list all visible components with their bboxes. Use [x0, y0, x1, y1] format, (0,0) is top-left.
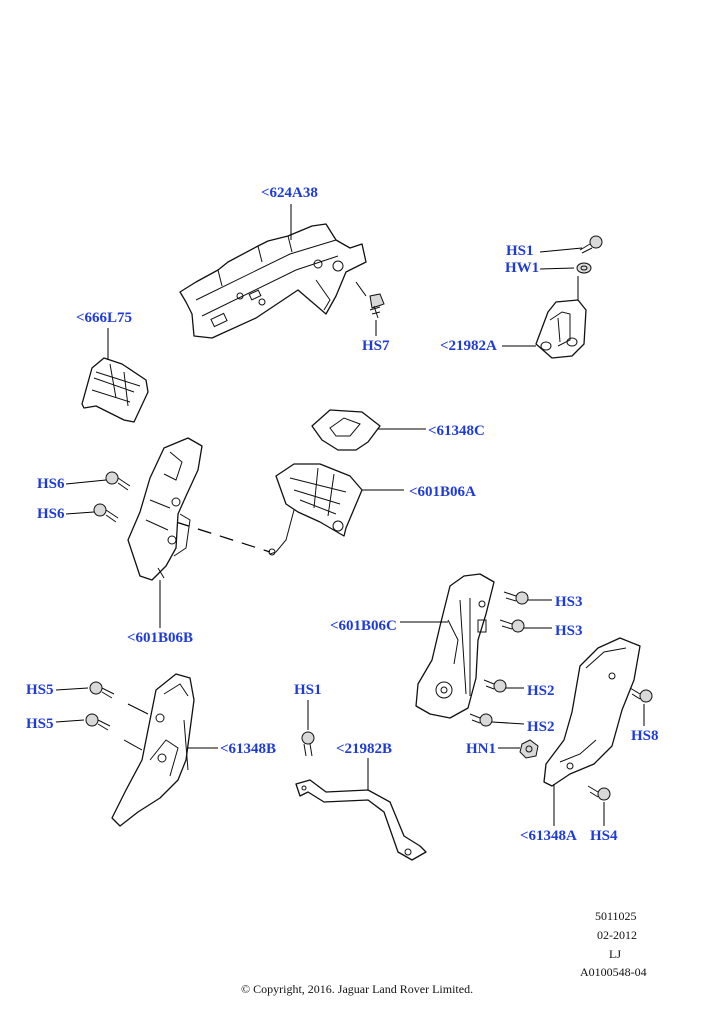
callout-21982b: <21982B — [336, 741, 393, 757]
part-21982b-rod — [295, 779, 427, 861]
part-61348b-cover — [111, 673, 195, 827]
part-61348c-trim — [311, 409, 381, 451]
reference-number: 5011025 — [595, 909, 637, 923]
nut-hn1-icon — [519, 739, 539, 759]
callout-hs3-b: HS3 — [555, 623, 583, 639]
screw-hs7-icon — [369, 293, 385, 319]
reference-date: 02-2012 — [597, 928, 637, 942]
callout-624a38: <624A38 — [261, 185, 318, 201]
callout-hs6-b: HS6 — [37, 506, 65, 522]
part-61348a-cover — [543, 637, 641, 787]
screw-hs2-a-icon — [483, 679, 507, 693]
callout-61348a: <61348A — [520, 828, 577, 844]
callout-hs1-top: HS1 — [506, 243, 534, 259]
part-666l75-cover — [81, 357, 149, 423]
screw-hs5-b-icon — [85, 713, 111, 731]
screw-hs4-icon — [587, 785, 611, 801]
callout-21982a: <21982A — [440, 338, 497, 354]
callout-hs6-a: HS6 — [37, 476, 65, 492]
callout-601b06c: <601B06C — [330, 618, 397, 634]
reference-code: LJ — [609, 947, 621, 961]
callout-hn1: HN1 — [466, 741, 496, 757]
screw-hs1-bottom-icon — [301, 731, 315, 757]
part-21982a-clip — [535, 299, 587, 359]
callout-hw1: HW1 — [505, 260, 540, 276]
screw-hs6-a-icon — [105, 471, 131, 491]
screw-hs2-b-icon — [469, 713, 493, 727]
callout-601b06a: <601B06A — [409, 484, 476, 500]
callout-hs8: HS8 — [631, 728, 659, 744]
callout-61348b: <61348B — [220, 741, 277, 757]
screw-hs3-a-icon — [503, 591, 529, 605]
callout-hs1-bottom: HS1 — [294, 682, 322, 698]
callout-hs4: HS4 — [590, 828, 618, 844]
screw-hs3-b-icon — [499, 619, 525, 633]
copyright-notice: © Copyright, 2016. Jaguar Land Rover Lim… — [241, 982, 474, 996]
callout-hs5-b: HS5 — [26, 716, 54, 732]
callout-hs3-a: HS3 — [555, 594, 583, 610]
part-601b06c-recliner — [415, 573, 495, 719]
screw-hs6-b-icon — [93, 503, 119, 523]
part-601b06a-mechanism — [268, 463, 363, 556]
callout-hs2-b: HS2 — [527, 719, 555, 735]
callout-hs7: HS7 — [362, 338, 390, 354]
part-624a38-bracket — [179, 223, 367, 339]
part-601b06b-bracket — [127, 437, 203, 581]
screw-hs5-a-icon — [89, 681, 115, 699]
reference-illustration-id: A0100548-04 — [580, 965, 647, 979]
callout-61348c: <61348C — [428, 423, 485, 439]
washer-hw1-icon — [576, 262, 592, 274]
callout-601b06b: <601B06B — [127, 630, 194, 646]
callout-hs5-a: HS5 — [26, 682, 54, 698]
callout-hs2-a: HS2 — [527, 683, 555, 699]
callout-666l75: <666L75 — [76, 310, 133, 326]
screw-hs1-top-icon — [579, 235, 603, 254]
screw-hs8-icon — [629, 687, 653, 703]
